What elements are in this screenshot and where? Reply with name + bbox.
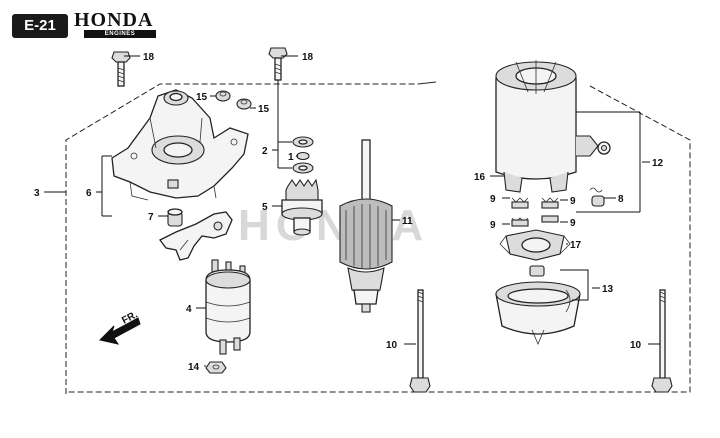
solenoid	[205, 259, 251, 355]
callout-10-left: 10	[386, 340, 398, 351]
callout-18-right: 18	[302, 52, 314, 63]
callout-6: 6	[86, 188, 92, 199]
nut-15-b	[236, 98, 252, 110]
callout-9-a: 9	[490, 194, 496, 205]
brand-sub: ENGINES	[84, 30, 156, 38]
nut-15-a	[215, 90, 231, 102]
rear-end-cover	[495, 265, 581, 346]
callout-18-left: 18	[143, 52, 155, 63]
callout-8: 8	[618, 194, 624, 205]
callout-15-a: 15	[196, 92, 208, 103]
callout-10-right: 10	[630, 340, 642, 351]
front-bracket	[111, 89, 249, 201]
brush-spring-c	[511, 217, 529, 227]
brush-holder	[499, 229, 571, 261]
callout-14: 14	[188, 362, 200, 373]
washer-2-bottom	[292, 162, 314, 174]
through-bolt-left	[409, 289, 431, 393]
honda-engines-logo: HONDA ENGINES	[74, 10, 166, 38]
callout-15-b: 15	[258, 104, 270, 115]
callout-4: 4	[186, 304, 192, 315]
armature	[339, 139, 393, 313]
callout-5: 5	[262, 202, 268, 213]
section-code-badge: E-21	[12, 14, 68, 38]
rubber-cap	[167, 208, 183, 227]
front-direction-arrow: FR.	[99, 309, 141, 345]
shift-lever	[159, 211, 233, 261]
nut-14	[205, 361, 227, 374]
callout-9-c: 9	[490, 220, 496, 231]
callout-9-d: 9	[570, 218, 576, 229]
callout-3: 3	[34, 188, 40, 199]
bolt-18-left	[111, 51, 131, 87]
callout-12: 12	[652, 158, 664, 169]
brush-spring	[589, 187, 605, 207]
callout-7: 7	[148, 212, 154, 223]
callout-13: 13	[602, 284, 614, 295]
callout-9-b: 9	[570, 196, 576, 207]
callout-1: 1	[288, 152, 294, 163]
pinion-gear	[281, 178, 323, 236]
brush-spring-a	[511, 197, 529, 209]
callout-numbers: 18 18 15 15 3 6 7 2 1 5 11 4 14 12 16 8 …	[34, 52, 664, 373]
leader-lines	[44, 55, 660, 367]
callout-16: 16	[474, 172, 486, 183]
brand-name: HONDA	[74, 9, 154, 31]
brush-spring-d	[541, 215, 559, 223]
motor-yoke	[495, 60, 611, 193]
callout-17: 17	[570, 240, 582, 251]
callout-2: 2	[262, 146, 268, 157]
through-bolt-right	[651, 289, 673, 393]
washer-1	[296, 151, 310, 161]
washer-2-top	[292, 136, 314, 148]
bolt-18-right	[268, 47, 288, 81]
callout-11: 11	[402, 216, 413, 227]
brush-spring-b	[541, 197, 559, 209]
